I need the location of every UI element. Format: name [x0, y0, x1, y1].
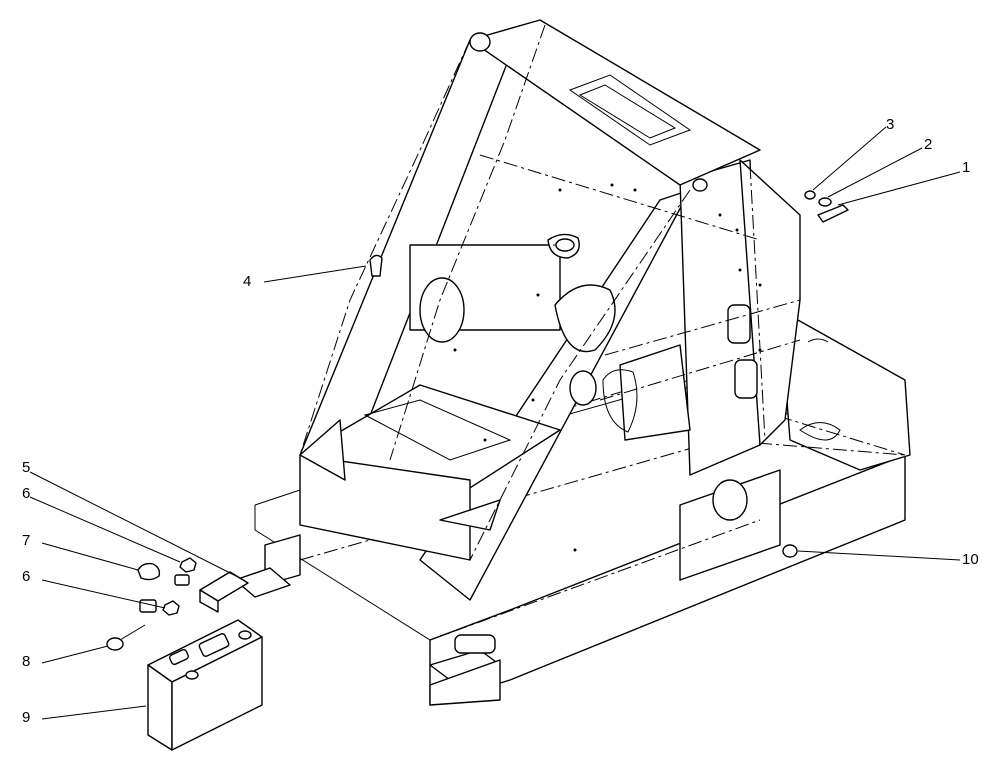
connector-4 [369, 254, 383, 277]
callout-6-upper: 6 [22, 485, 31, 502]
callout-2: 2 [924, 136, 933, 153]
callout-4: 4 [243, 273, 252, 290]
bracket-5 [199, 571, 249, 613]
callout-10: 10 [962, 551, 979, 568]
bolt-10 [782, 544, 798, 558]
callout-1: 1 [962, 159, 971, 176]
callout-7: 7 [22, 532, 31, 549]
callout-6-lower: 6 [22, 568, 31, 585]
callout-5: 5 [22, 459, 31, 476]
cover-7 [137, 562, 161, 581]
leader-lines [29, 126, 961, 720]
callout-3: 3 [886, 116, 895, 133]
callout-8: 8 [22, 653, 31, 670]
tower-frame [299, 19, 801, 601]
fastener-set-1-3 [804, 190, 849, 223]
callout-9: 9 [22, 709, 31, 726]
nut-6-lower [162, 600, 180, 616]
bolt-8 [106, 624, 146, 651]
battery [147, 619, 263, 751]
base-frame [234, 309, 911, 706]
nut-6-upper [179, 557, 197, 573]
